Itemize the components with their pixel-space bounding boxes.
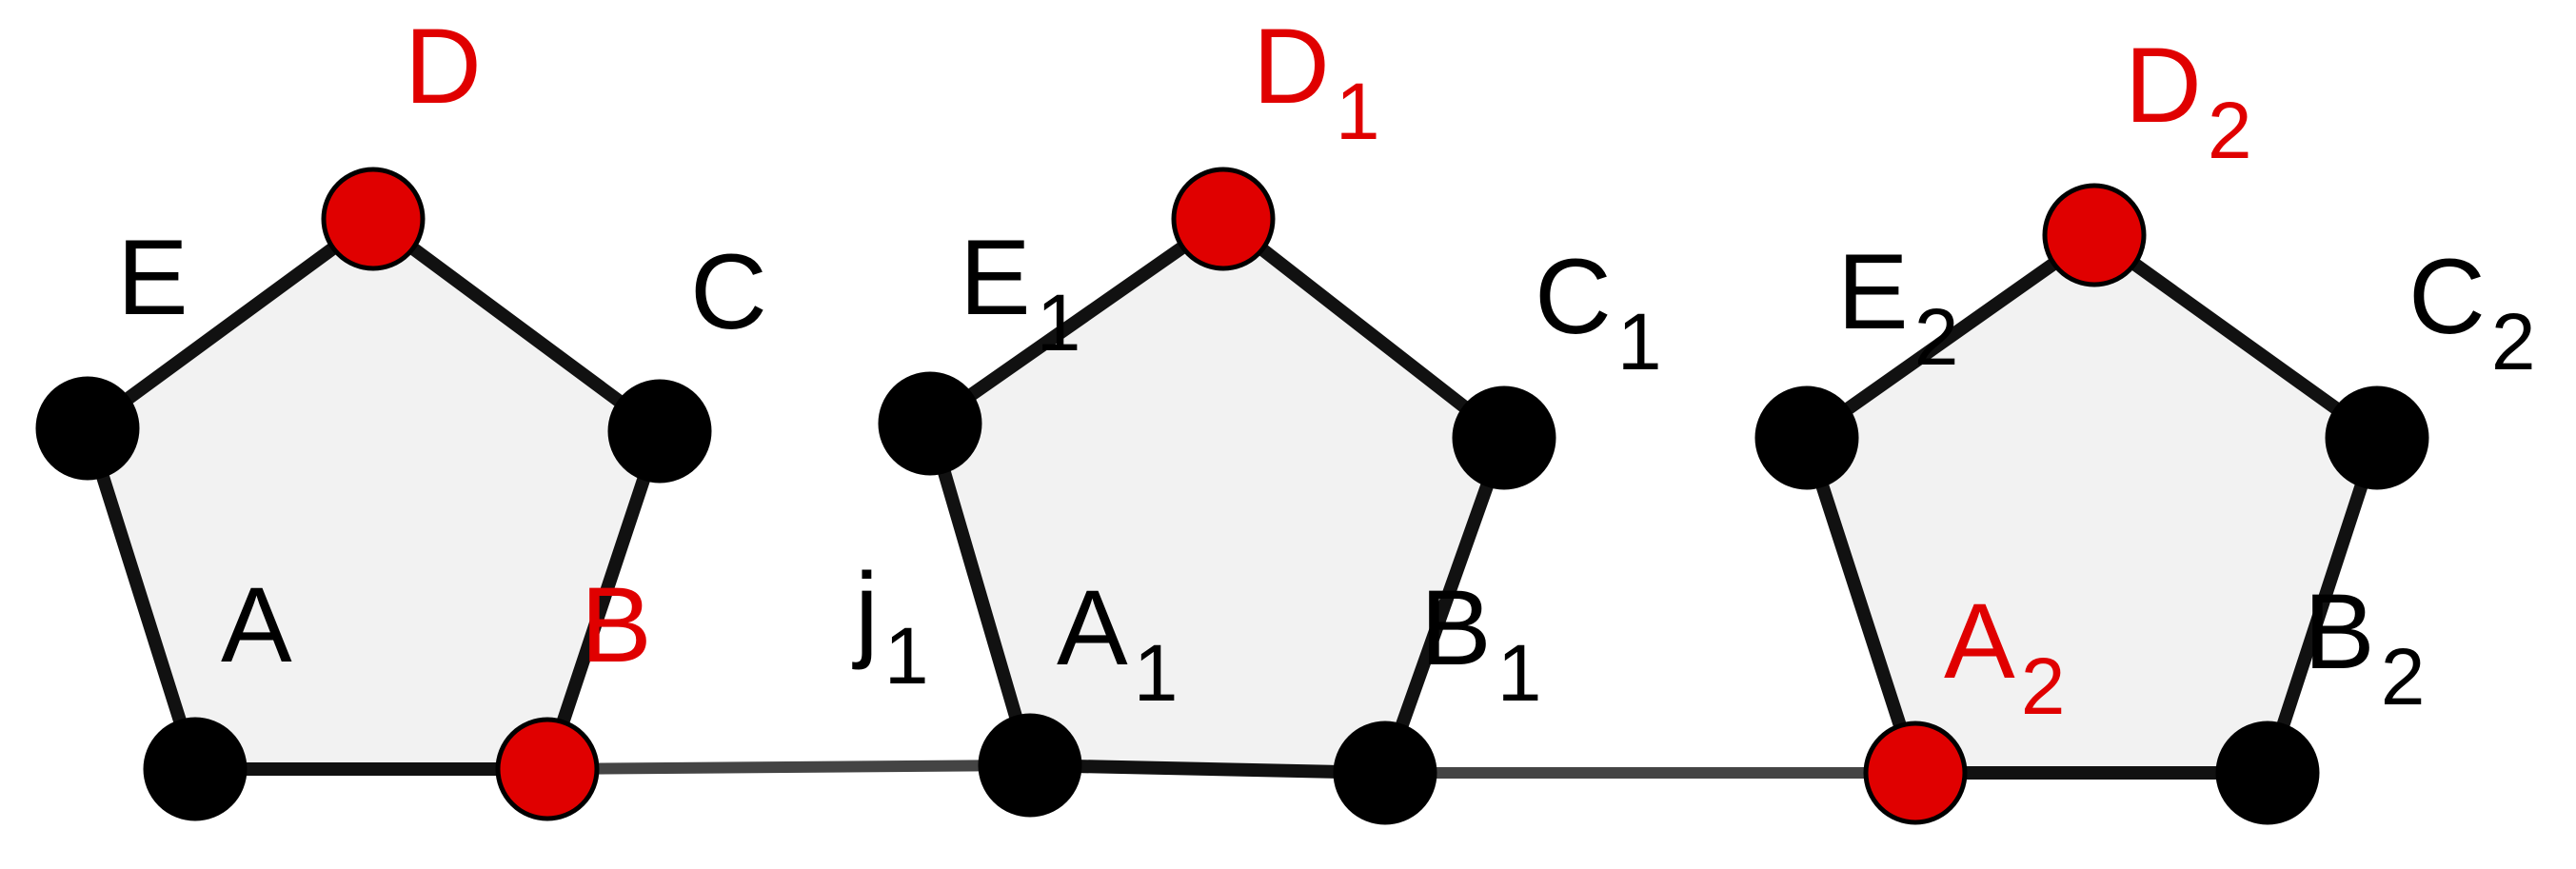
edges-layer (81, 212, 2384, 780)
vertex-label-a1: A1 (1057, 568, 1178, 718)
vertex-node-a (143, 717, 248, 821)
vertex-label-base: E (117, 218, 188, 337)
vertex-node-c1 (1452, 385, 1556, 490)
vertex-label-subscript: 1 (1134, 628, 1179, 718)
vertex-label-base: A (1944, 582, 2015, 701)
vertex-node-b2 (2215, 721, 2320, 825)
vertex-label-base: D (2125, 26, 2202, 145)
vertex-label-base: C (1535, 237, 1612, 356)
vertex-label-base: D (1253, 7, 1330, 126)
vertex-label-base: E (960, 218, 1031, 337)
vertex-label-b: B (581, 565, 652, 684)
vertex-label-c2: C2 (2408, 237, 2536, 386)
vertex-label-base: B (1420, 568, 1492, 687)
vertex-label-subscript: 2 (2381, 632, 2426, 721)
vertex-label-e2: E2 (1837, 232, 1958, 382)
vertex-label-e: E (117, 218, 188, 337)
vertex-label-base: C (2408, 237, 2486, 356)
vertex-label-b1: B1 (1420, 568, 1541, 718)
vertex-label-b2: B2 (2304, 572, 2425, 721)
edge-label-base: j (852, 551, 879, 670)
vertex-node-c2 (2325, 385, 2429, 490)
vertex-node-d (321, 167, 426, 271)
vertex-label-e1: E1 (960, 218, 1080, 367)
vertex-node-b (495, 717, 600, 821)
vertex-label-subscript: 2 (2491, 297, 2536, 386)
vertex-node-d1 (1171, 167, 1276, 271)
vertex-node-e1 (878, 371, 982, 476)
vertex-node-b1 (1333, 721, 1437, 825)
vertex-label-c1: C1 (1535, 237, 1662, 386)
vertex-label-base: D (405, 7, 482, 126)
vertex-label-subscript: 2 (2208, 86, 2252, 175)
vertex-node-a2 (1863, 721, 1968, 825)
edge-label-j1: j1 (852, 551, 929, 701)
vertex-label-base: B (2304, 572, 2375, 691)
vertex-label-a: A (221, 565, 292, 684)
vertex-label-a2: A2 (1944, 582, 2065, 731)
vertex-label-d2: D2 (2125, 26, 2252, 175)
pentagon-0 (81, 212, 666, 776)
vertex-node-e2 (1754, 385, 1859, 490)
vertex-label-d1: D1 (1253, 7, 1380, 156)
vertex-label-base: C (690, 232, 767, 351)
vertex-label-c: C (690, 232, 767, 351)
edge-label-subscript: 1 (884, 611, 929, 701)
vertex-label-base: B (581, 565, 652, 684)
vertex-label-subscript: 2 (2021, 642, 2066, 731)
pentagon-1 (923, 212, 1511, 780)
vertex-label-base: A (1057, 568, 1128, 687)
vertex-label-subscript: 1 (1497, 628, 1542, 718)
vertex-label-subscript: 1 (1336, 67, 1380, 156)
vertex-label-base: A (221, 565, 292, 684)
vertex-label-subscript: 1 (1037, 278, 1081, 367)
vertex-label-d: D (405, 7, 482, 126)
pentagon-2 (1800, 228, 2384, 780)
connector-edge-1 (546, 760, 1031, 775)
vertex-node-d2 (2042, 183, 2147, 287)
vertex-label-subscript: 2 (1914, 292, 1959, 382)
nodes-layer (35, 167, 2429, 825)
vertex-node-a1 (978, 713, 1082, 818)
vertex-node-c (607, 379, 712, 484)
vertex-label-base: E (1837, 232, 1909, 351)
vertex-node-e (35, 376, 140, 481)
vertex-label-subscript: 1 (1617, 297, 1662, 386)
